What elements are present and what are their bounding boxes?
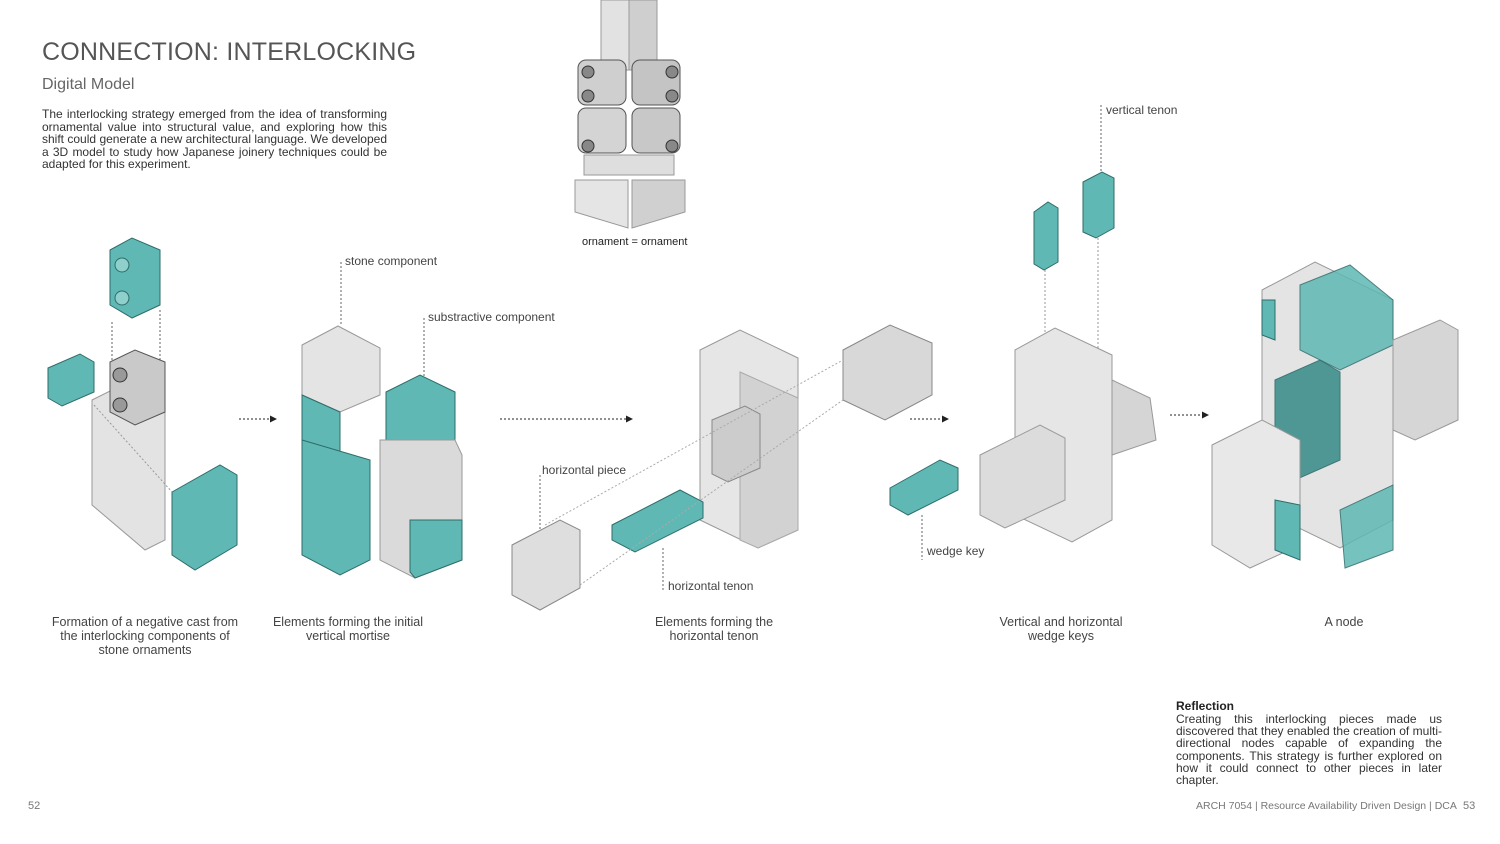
intro-paragraph: The interlocking strategy emerged from t… [42, 107, 387, 171]
ornament-column [574, 0, 686, 229]
page-subtitle: Digital Model [42, 76, 135, 93]
label-stone-component: stone component [345, 254, 438, 268]
reflection-body: Creating this interlocking pieces made u… [1176, 712, 1442, 788]
page-number-right: 53 [1463, 800, 1476, 812]
group-horizontal-tenon [511, 324, 933, 611]
label-vertical-tenon: vertical tenon [1106, 103, 1178, 117]
course-footer: ARCH 7054 | Resource Availability Driven… [1196, 800, 1457, 812]
label-horizontal-tenon: horizontal tenon [668, 579, 754, 593]
caption-negative-cast: Formation of a negative cast from the in… [51, 615, 239, 657]
label-substractive-component: substractive component [428, 310, 555, 324]
page-number-left: 52 [28, 800, 41, 812]
group-negative-cast [47, 237, 238, 571]
label-wedge-key: wedge key [927, 544, 985, 558]
page-title: CONNECTION: INTERLOCKING [42, 38, 417, 66]
group-vertical-mortise [301, 262, 463, 579]
label-ornament: ornament = ornament [582, 236, 688, 248]
group-wedge-keys [889, 105, 1157, 560]
reflection-title: Reflection [1176, 699, 1235, 713]
group-node [1211, 261, 1459, 569]
label-horizontal-piece: horizontal piece [542, 463, 627, 477]
caption-wedge-keys: Vertical and horizontal wedge keys [999, 615, 1123, 643]
caption-horizontal-tenon: Elements forming the horizontal tenon [654, 615, 774, 643]
caption-vertical-mortise: Elements forming the initial vertical mo… [272, 615, 424, 643]
caption-node: A node [1324, 615, 1364, 629]
